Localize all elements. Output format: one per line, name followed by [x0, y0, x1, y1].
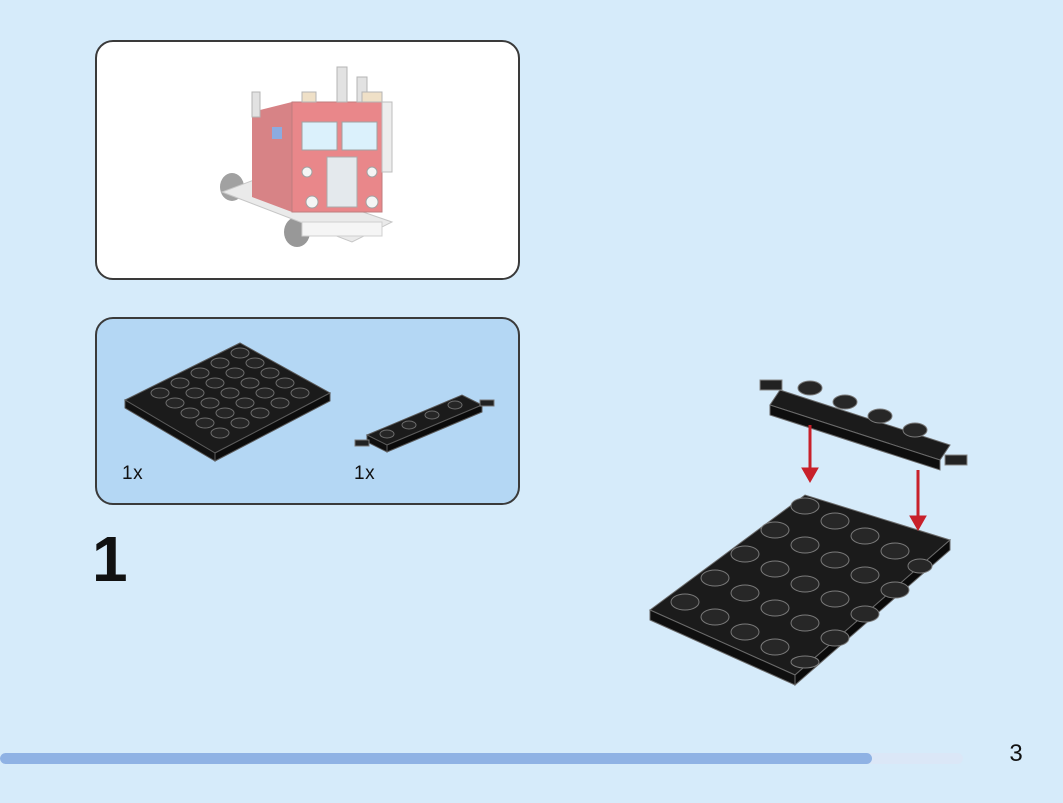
part-quantity: 1x — [122, 463, 144, 484]
step-number: 1 — [92, 523, 128, 595]
page-progress-fill — [0, 753, 873, 764]
plate-1x4-with-pins-black-icon — [354, 394, 495, 453]
plate-4x6-black-icon — [123, 342, 332, 462]
model-preview-panel — [95, 40, 520, 280]
page-progress-bar — [0, 753, 963, 764]
page-number: 3 — [1009, 740, 1023, 767]
part-quantity: 1x — [354, 463, 376, 484]
fire-truck-cab-icon — [220, 66, 394, 247]
arrow-down-icon — [801, 425, 927, 532]
assembly-plate-pins-icon — [649, 379, 968, 687]
